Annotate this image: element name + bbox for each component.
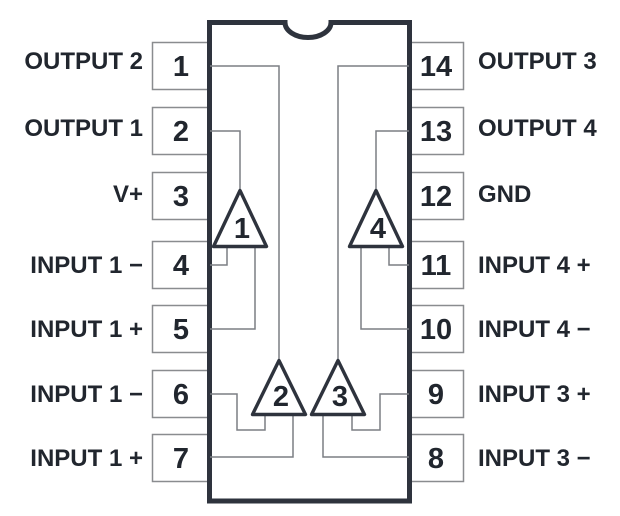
pin-11-box [408,240,465,290]
pin-5-box [151,304,211,354]
pin-7-label: INPUT 1 + [30,445,143,472]
pin-5-label: INPUT 1 + [30,316,143,343]
pin-2-box [151,106,211,156]
wire-pin6-to-amp2-input [210,393,266,431]
wire-pin10-to-amp4-input [360,245,409,330]
pin-10-number: 10 [420,314,452,346]
opamp-2-number: 2 [273,381,289,413]
opamp-2-triangle-icon [250,358,308,417]
pin-12-number: 12 [420,181,452,213]
wire-pin13-to-amp4-output [375,130,409,190]
pin-8-number: 8 [428,443,444,475]
ic-package-outline [207,20,412,504]
wire-pin2-to-amp1-output [210,130,241,190]
opamp-3-triangle-icon [309,358,367,417]
right-pin-labels: OUTPUT 3 OUTPUT 4 GND INPUT 4 + INPUT 4 … [478,48,597,472]
pin-2-label: OUTPUT 1 [24,115,143,142]
wire-pin14-to-amp3-output [337,65,409,360]
opamp-4-number: 4 [370,213,386,245]
pin-8-label: INPUT 3 − [478,445,591,472]
pin-6-box [151,369,211,419]
opamp-1-number: 1 [234,213,250,245]
pin-7-box [151,433,211,483]
pin-1-box [151,41,211,91]
left-pin-column [151,41,211,483]
pin-14-label: OUTPUT 3 [478,48,597,75]
left-pin-numbers: 1 2 3 4 5 6 7 [173,51,189,475]
opamp-1-triangle-icon [211,188,269,249]
pin-1-label: OUTPUT 2 [24,48,143,75]
opamp-3-number: 3 [332,381,348,413]
wire-pin5-to-amp1-input [210,245,256,330]
wire-pin8-to-amp3-input [322,413,409,458]
wire-pin7-to-amp2-input [210,413,294,458]
pin-9-label: INPUT 3 + [478,381,591,408]
internal-wiring [210,65,409,458]
pin-8-box [408,433,465,483]
wire-pin1-to-amp2-output [210,65,280,360]
right-pin-numbers: 14 13 12 11 10 9 8 [420,51,452,475]
pin-5-number: 5 [173,314,189,346]
pin-4-number: 4 [173,250,189,282]
pin-6-number: 6 [173,379,189,411]
opamp-4-triangle-icon [347,188,405,249]
pin-9-box [408,369,465,419]
wire-pin9-to-amp3-input [351,393,409,431]
pin-3-number: 3 [173,181,189,213]
pin-2-number: 2 [173,116,189,148]
pin-6-label: INPUT 1 − [30,381,143,408]
pin-14-number: 14 [420,51,452,83]
pin-1-number: 1 [173,51,189,83]
pin-7-number: 7 [173,443,189,475]
wire-pin4-to-amp1-input [210,245,228,266]
opamp-symbols: 1 2 3 4 [211,188,405,417]
pin-11-label: INPUT 4 + [478,252,591,279]
pin-13-number: 13 [420,116,452,148]
pin-9-number: 9 [428,379,444,411]
pin-10-label: INPUT 4 − [478,316,591,343]
pin-3-label: V+ [113,181,143,208]
left-pin-labels: OUTPUT 2 OUTPUT 1 V+ INPUT 1 − INPUT 1 +… [24,48,143,472]
wire-pin11-to-amp4-input [388,245,409,266]
pin-10-box [408,304,465,354]
pin-13-label: OUTPUT 4 [478,115,597,142]
pin-12-label: GND [478,181,531,208]
pin-3-box [151,171,211,221]
pin-4-label: INPUT 1 − [30,252,143,279]
pin-11-number: 11 [421,250,452,282]
